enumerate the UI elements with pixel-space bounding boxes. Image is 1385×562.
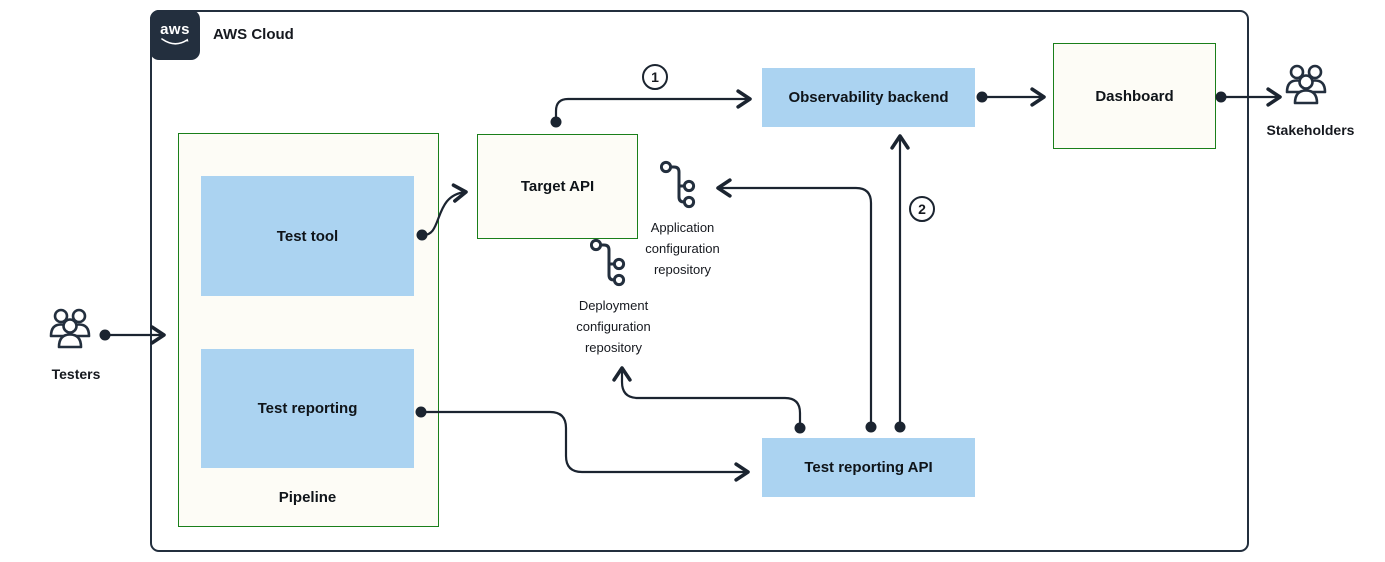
test-reporting-api-label: Test reporting API xyxy=(804,459,933,476)
step-badge-2: 2 xyxy=(909,196,935,222)
pipeline-label: Pipeline xyxy=(278,489,337,506)
target-api-node: Target API xyxy=(477,134,638,239)
aws-logo-icon: aws xyxy=(150,10,200,60)
step-badge-1: 1 xyxy=(642,64,668,90)
aws-cloud-title: AWS Cloud xyxy=(213,26,294,43)
aws-logo-text: aws xyxy=(160,21,190,38)
deployment-repository-git-branch-icon xyxy=(589,238,628,293)
stakeholders-users-icon xyxy=(1284,62,1334,113)
deployment-repository-label: Deployment configuration repository xyxy=(576,298,651,355)
testers-label: Testers xyxy=(51,366,101,382)
test-reporting-label: Test reporting xyxy=(257,400,358,417)
test-tool-label: Test tool xyxy=(276,227,339,245)
stakeholders-label: Stakeholders xyxy=(1266,122,1355,138)
aws-cloud-boundary xyxy=(150,10,1249,552)
aws-smile-icon xyxy=(161,38,189,45)
observability-backend-node: Observability backend xyxy=(762,68,975,127)
dashboard-node: Dashboard xyxy=(1053,43,1216,149)
dashboard-label: Dashboard xyxy=(1095,87,1174,105)
test-reporting-node: Test reporting xyxy=(201,349,414,468)
testers-users-icon xyxy=(48,306,98,357)
test-tool-node: Test tool xyxy=(201,176,414,296)
target-api-label: Target API xyxy=(520,178,595,195)
test-reporting-api-node: Test reporting API xyxy=(762,438,975,497)
observability-backend-label: Observability backend xyxy=(788,89,949,106)
application-repository-git-branch-icon xyxy=(659,160,698,215)
application-repository-label: Application configuration repository xyxy=(645,220,720,277)
